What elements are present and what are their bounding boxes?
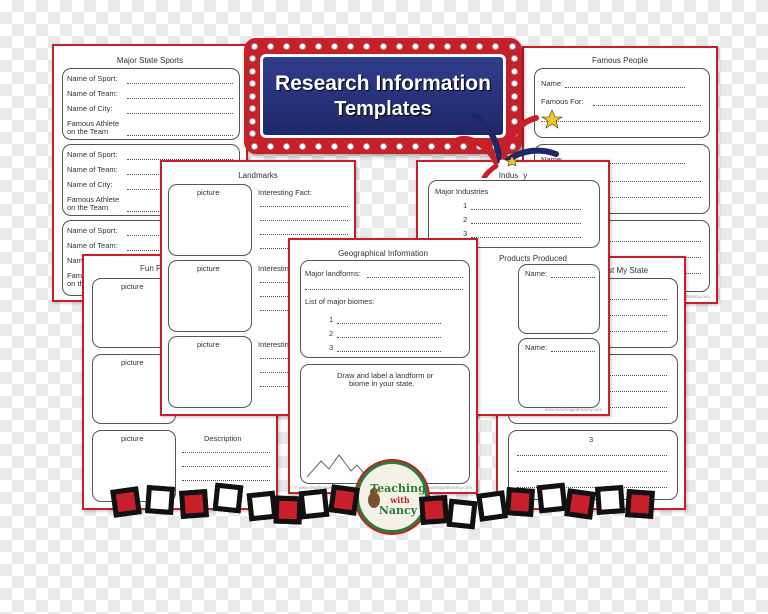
light-bulb <box>395 142 403 150</box>
light-bulb <box>331 42 339 50</box>
tile <box>179 489 209 519</box>
tile <box>595 485 625 515</box>
light-bulb <box>347 42 355 50</box>
light-bulb <box>248 55 256 62</box>
tile <box>446 498 478 530</box>
tile <box>110 486 142 518</box>
tile <box>419 495 449 525</box>
person-block: Name: Famous For: <box>534 68 710 138</box>
product-box: Name: <box>518 264 600 334</box>
light-bulb <box>510 80 518 87</box>
light-bulb <box>510 92 518 100</box>
light-bulb <box>395 42 403 50</box>
picture-box: picture <box>168 184 252 256</box>
page-title: st My State <box>608 266 649 275</box>
tile <box>476 490 508 522</box>
light-bulb <box>363 42 371 50</box>
light-bulb <box>282 142 290 150</box>
page-title: Landmarks <box>238 171 278 180</box>
product-box: Name: <box>518 338 600 408</box>
light-bulb <box>379 142 387 150</box>
light-bulb <box>508 42 516 50</box>
light-bulb <box>411 42 419 50</box>
light-bulb <box>298 142 306 150</box>
light-bulb <box>248 117 256 125</box>
light-bulb <box>460 142 468 150</box>
light-bulb <box>250 142 258 150</box>
title-banner: Research Information Templates <box>244 38 522 154</box>
light-bulb <box>411 142 419 150</box>
products-title: Products Produced <box>498 254 568 263</box>
tile <box>328 484 360 516</box>
light-bulb <box>363 142 371 150</box>
banner-title-line2: Templates <box>334 98 432 120</box>
description-label: Description <box>204 434 242 443</box>
teaching-with-nancy-logo: Teaching with Nancy <box>356 461 428 533</box>
light-bulb <box>315 42 322 50</box>
tile <box>625 489 655 519</box>
light-bulb <box>331 142 339 150</box>
page-title: Industry <box>498 171 528 180</box>
light-bulb <box>427 142 435 150</box>
light-bulb <box>248 130 256 137</box>
light-bulb <box>248 92 256 100</box>
industries-box: Major Industries 1 2 3 <box>428 180 600 248</box>
light-bulb <box>248 105 256 112</box>
light-bulb <box>510 55 518 62</box>
landforms-box: Major landforms: List of major biomes: 1… <box>300 260 470 358</box>
light-bulb <box>266 42 274 50</box>
tile <box>212 482 244 514</box>
tile <box>145 485 175 515</box>
picture-box: picture <box>168 336 252 408</box>
light-bulb <box>444 142 451 150</box>
light-bulb <box>510 105 518 112</box>
light-bulb <box>315 142 322 150</box>
footer-left: © www.teachingwithnancy.com <box>294 485 356 490</box>
mountains-icon <box>307 454 367 478</box>
footer-right: www.teachingwithnancy.com <box>414 485 472 490</box>
sport-block: Name of Sport: Name of Team: Name of Cit… <box>62 68 240 140</box>
tile <box>564 488 596 520</box>
light-bulb <box>492 42 500 50</box>
page-title: Famous People <box>591 56 649 65</box>
light-bulb <box>266 142 274 150</box>
light-bulb <box>510 67 518 75</box>
light-bulb <box>282 42 290 50</box>
light-bulb <box>476 42 484 50</box>
light-bulb <box>460 42 468 50</box>
light-bulb <box>298 42 306 50</box>
light-bulb <box>248 80 256 87</box>
visit-block: 3 <box>508 430 678 500</box>
light-bulb <box>248 67 256 75</box>
tile <box>536 482 568 514</box>
light-bulb <box>510 117 518 125</box>
bird-icon <box>368 488 382 508</box>
banner-title-line1: Research Information <box>275 72 491 95</box>
light-bulb <box>444 42 451 50</box>
page-title: Geographical Information <box>338 249 428 258</box>
fireworks-icon <box>456 109 563 178</box>
footer: www.teachingwithnancy.com <box>544 407 602 412</box>
picture-box: picture <box>168 260 252 332</box>
light-bulb <box>379 42 387 50</box>
tile <box>273 495 303 525</box>
light-bulb <box>347 142 355 150</box>
geographical-information-page: Geographical Information Major landforms… <box>288 238 478 494</box>
light-bulb <box>250 42 258 50</box>
page-title: Major State Sports <box>116 56 184 65</box>
light-bulb <box>427 42 435 50</box>
tile <box>298 488 330 520</box>
tile <box>505 487 535 517</box>
